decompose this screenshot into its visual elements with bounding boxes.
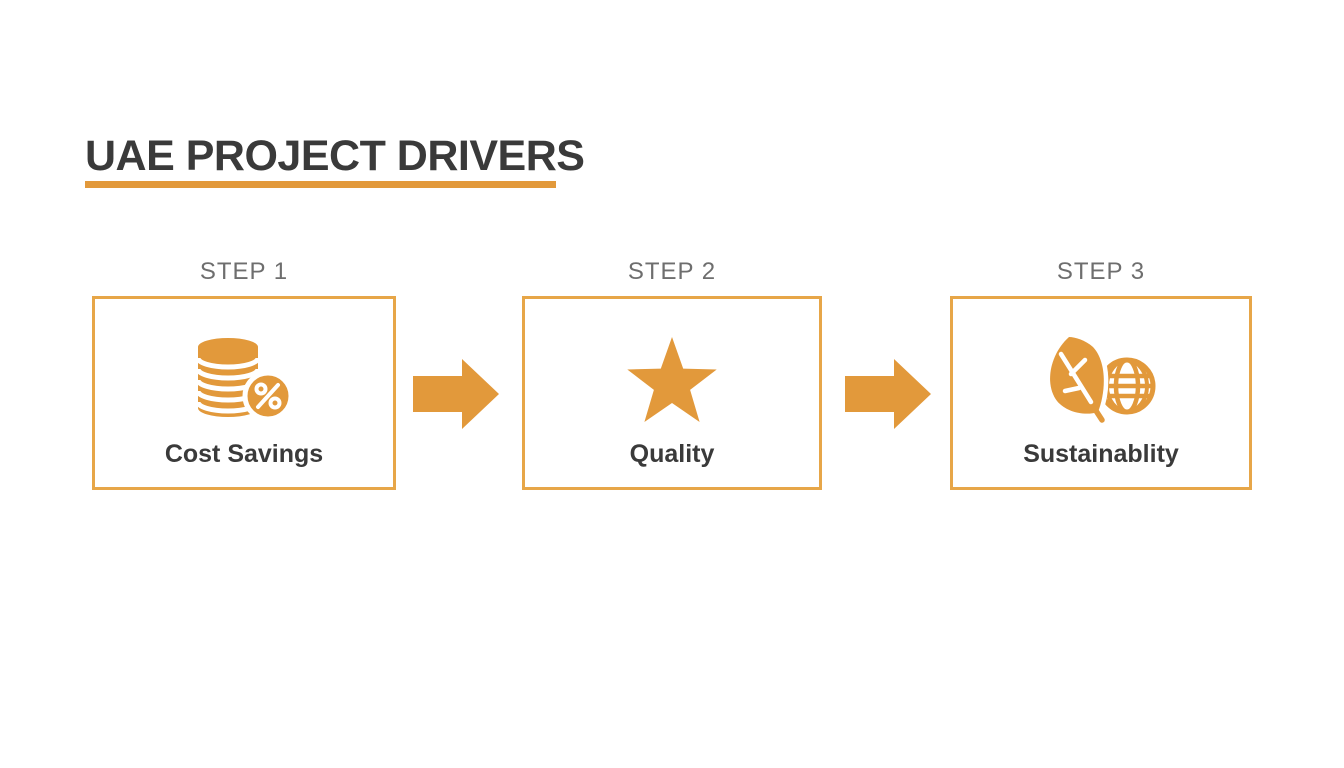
step-1-icon-wrap [95,331,393,429]
step-1-title: Cost Savings [164,440,324,468]
step-1-label: STEP 1 [199,258,289,285]
coins-percent-icon [195,338,294,422]
step-3-box: Sustainablity [950,296,1252,490]
step-2-title: Quality [629,440,715,468]
arrow-right-icon [845,359,931,429]
step-1-box: Cost Savings [92,296,396,490]
arrow-right-icon [413,359,499,429]
step-3-label: STEP 3 [1056,258,1146,285]
step-2-icon-wrap [525,331,819,429]
step-2-box: Quality [522,296,822,490]
step-3-title: Sustainablity [1023,440,1179,468]
title-underline [85,181,556,188]
step-2-label: STEP 2 [627,258,717,285]
star-icon [627,337,717,422]
step-3-icon-wrap [953,331,1249,429]
page-title: UAE PROJECT DRIVERS [85,132,585,180]
leaf-globe-icon [1045,334,1156,423]
